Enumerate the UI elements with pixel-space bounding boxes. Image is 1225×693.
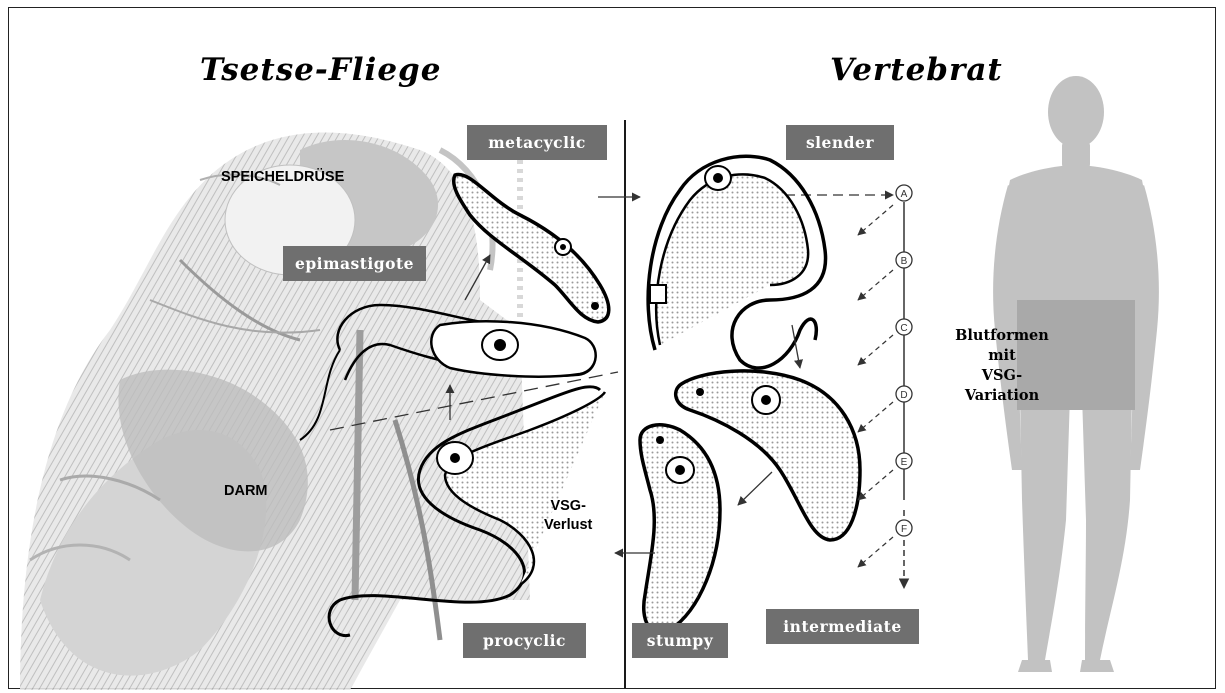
- tag-metacyclic: metacyclic: [467, 125, 607, 160]
- stumpy-trypanosome: [640, 425, 720, 633]
- tag-procyclic: procyclic: [463, 623, 586, 658]
- variant-label-e: E: [901, 457, 908, 468]
- tsetse-fly-anatomy: [20, 133, 530, 691]
- tag-slender: slender: [786, 125, 894, 160]
- variant-label-a: A: [901, 189, 908, 200]
- label-blutformen-line1: Blutformen: [955, 327, 1049, 344]
- label-blutformen-line2: mit: [988, 347, 1016, 364]
- variant-label-d: D: [900, 390, 907, 401]
- label-blutformen: Blutformen mit VSG- Variation: [952, 326, 1052, 406]
- variant-label-c: C: [900, 323, 907, 334]
- label-blutformen-line4: Variation: [965, 387, 1039, 404]
- tag-stumpy: stumpy: [632, 623, 728, 658]
- label-speicheldruese: SPEICHELDRÜSE: [221, 169, 344, 185]
- label-darm: DARM: [224, 483, 268, 499]
- variant-label-b: B: [901, 256, 908, 267]
- label-vsg-verlust-line1: VSG-: [550, 498, 585, 514]
- tag-epimastigote: epimastigote: [283, 246, 426, 281]
- heading-tsetse-fly: Tsetse-Fliege: [200, 52, 441, 88]
- label-blutformen-line3: VSG-: [982, 367, 1022, 384]
- variant-label-f: F: [901, 524, 907, 535]
- tag-intermediate: intermediate: [766, 609, 919, 644]
- label-vsg-verlust-line2: Verlust: [544, 517, 592, 533]
- slender-trypanosome: [648, 156, 825, 368]
- label-vsg-verlust: VSG- Verlust: [544, 497, 592, 535]
- heading-vertebrate: Vertebrat: [830, 52, 1003, 88]
